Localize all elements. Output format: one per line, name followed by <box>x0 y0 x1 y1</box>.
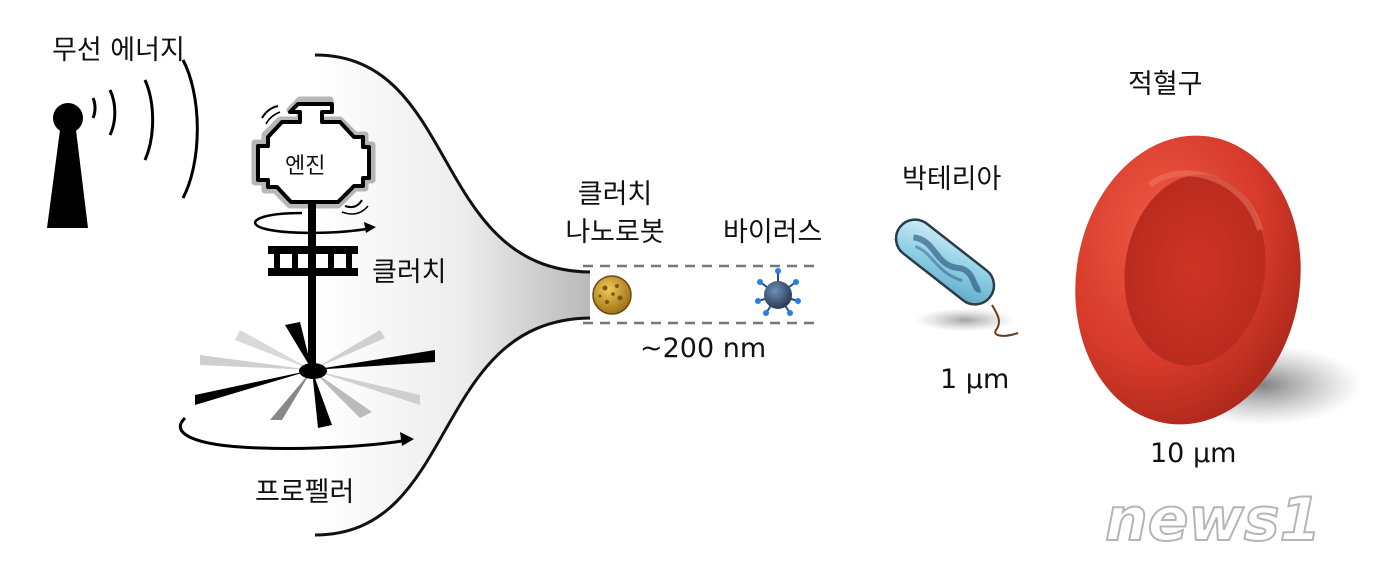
clutch-nanobot-label-line2: 나노로봇 <box>565 217 665 248</box>
red-blood-cell-icon <box>1075 135 1362 425</box>
funnel-outline-top <box>314 53 591 274</box>
rbc-scale-label: 10 μm <box>1150 438 1237 469</box>
drive-shaft <box>308 200 316 375</box>
antenna-icon <box>47 59 199 228</box>
engine-label: 엔진 <box>285 154 326 179</box>
news1-logo: news1 <box>1104 484 1322 556</box>
propeller-icon <box>195 322 435 428</box>
svg-text:news1: news1 <box>1105 485 1321 555</box>
nanobot-icon <box>592 275 632 315</box>
clutch-nanobot-label-line1: 클러치 <box>577 179 653 210</box>
propeller-label: 프로펠러 <box>255 477 355 508</box>
funnel-outline-bottom <box>314 316 591 537</box>
virus-icon <box>755 268 801 316</box>
engine-icon <box>251 96 376 215</box>
propeller-rotation-arrow <box>178 416 414 450</box>
bacteria-label: 박테리아 <box>902 164 1002 195</box>
nanobot-scale-label: ~200 nm <box>640 333 767 364</box>
red-blood-cell-label: 적혈구 <box>1128 69 1203 100</box>
engine-rotation-arrow <box>254 211 376 235</box>
clutch-label: 클러치 <box>372 257 447 288</box>
wireless-energy-label: 무선 에너지 <box>52 35 185 66</box>
zoom-funnel <box>315 55 590 535</box>
bacteria-icon <box>894 218 1019 337</box>
clutch-icon <box>268 246 358 276</box>
virus-label: 바이러스 <box>723 217 823 248</box>
bacteria-scale-label: 1 μm <box>940 364 1010 395</box>
